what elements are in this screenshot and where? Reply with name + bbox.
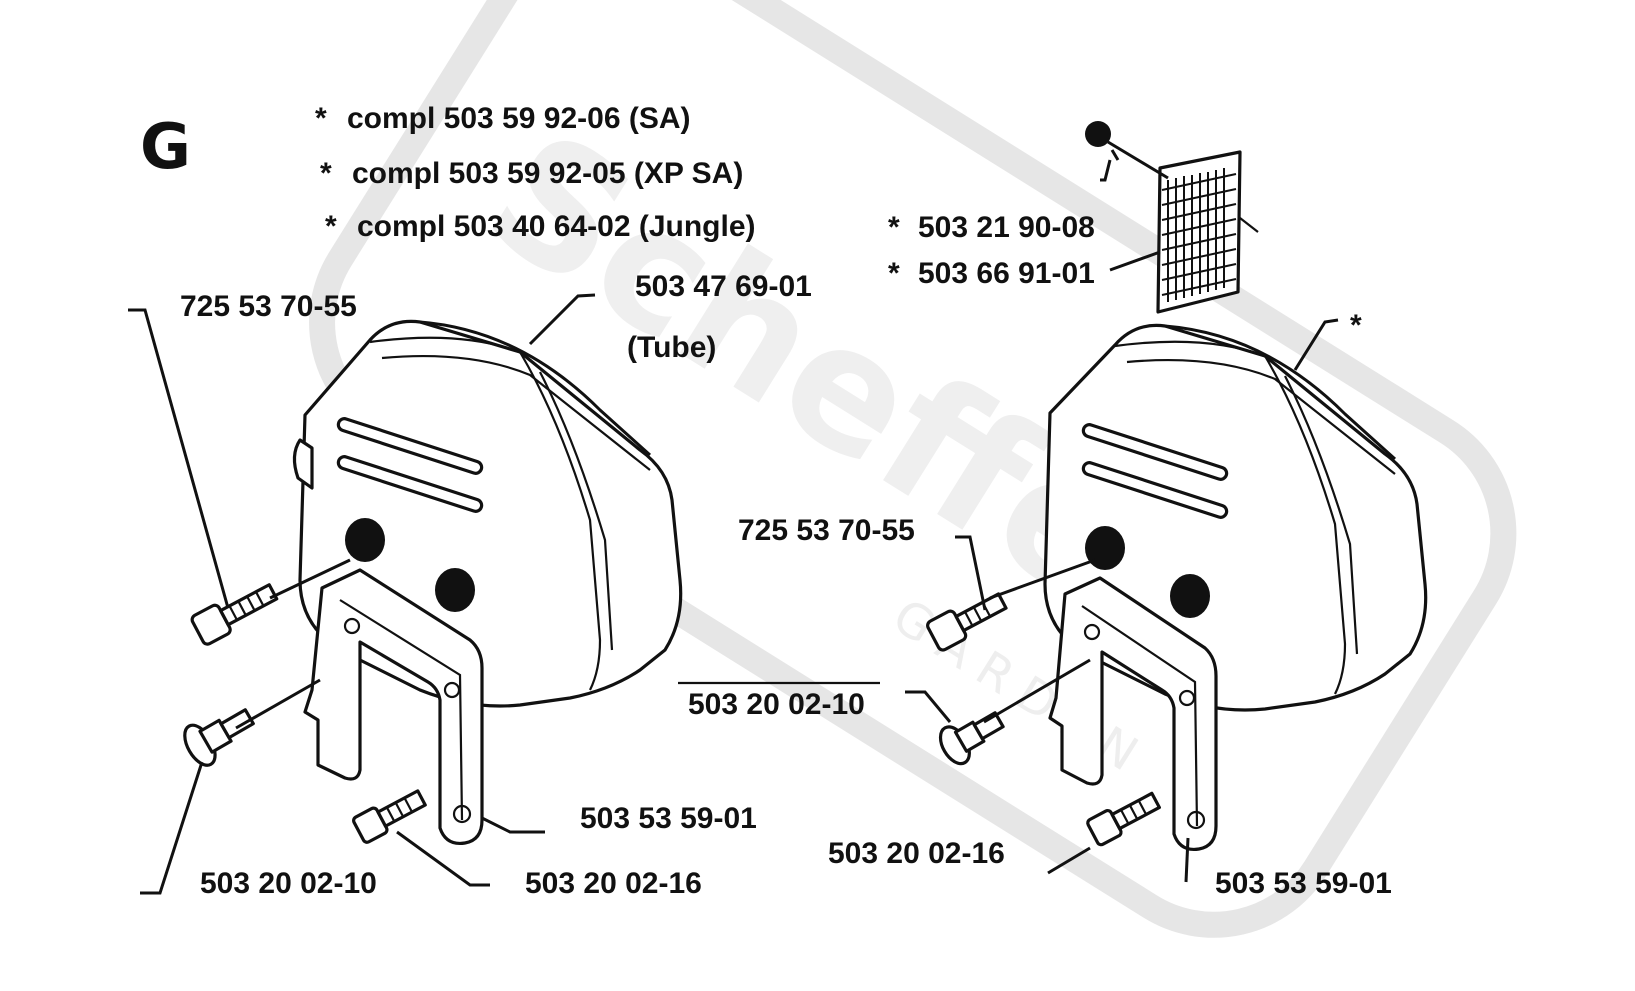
right-small-bolt [1086, 791, 1161, 847]
right-star-screen: * [888, 257, 900, 290]
section-letter: G [140, 110, 191, 183]
left-small-bolt [352, 789, 427, 844]
right-flange-bolt [938, 711, 1005, 766]
right-label-flange-bolt: 503 20 02-10 [688, 688, 865, 721]
right-screen-screw [1085, 121, 1169, 180]
left-label-cover: 503 47 69-01 [635, 270, 812, 303]
kit-text-2: compl 503 59 92-05 (XP SA) [352, 157, 743, 190]
left-screw-top [190, 583, 279, 646]
kit-star-2: * [320, 157, 332, 190]
left-assembly: 725 53 70-55 503 47 69-01 (Tube) 503 53 … [128, 270, 812, 900]
right-label-screw-mid: 725 53 70-55 [738, 514, 915, 547]
right-label-bracket: 503 53 59-01 [1215, 867, 1392, 900]
left-label-screw-top: 725 53 70-55 [180, 290, 357, 323]
right-label-cover-star: * [1350, 309, 1362, 342]
kit-list: * compl 503 59 92-06 (SA) * compl 503 59… [315, 102, 756, 243]
left-label-cover-note: (Tube) [627, 331, 716, 364]
right-label-screen: 503 66 91-01 [918, 257, 1095, 290]
right-screw-mid [926, 592, 1008, 652]
right-bracket [1048, 576, 1218, 852]
right-label-small-bolt: 503 20 02-16 [828, 837, 1005, 870]
kit-star-3: * [325, 210, 337, 243]
right-label-screen-screw: 503 21 90-08 [918, 211, 1095, 244]
left-label-flange-bolt: 503 20 02-10 [200, 867, 377, 900]
right-star-screen-screw: * [888, 211, 900, 244]
left-flange-bolt [183, 708, 255, 767]
kit-text-3: compl 503 40 64-02 (Jungle) [357, 210, 756, 243]
kit-text-1: compl 503 59 92-06 (SA) [347, 102, 691, 135]
left-bracket [303, 568, 484, 846]
right-assembly: * 503 21 90-08 * 503 66 91-01 * 725 53 7… [678, 121, 1428, 900]
left-label-bracket: 503 53 59-01 [580, 802, 757, 835]
kit-star-1: * [315, 102, 327, 135]
left-label-small-bolt: 503 20 02-16 [525, 867, 702, 900]
